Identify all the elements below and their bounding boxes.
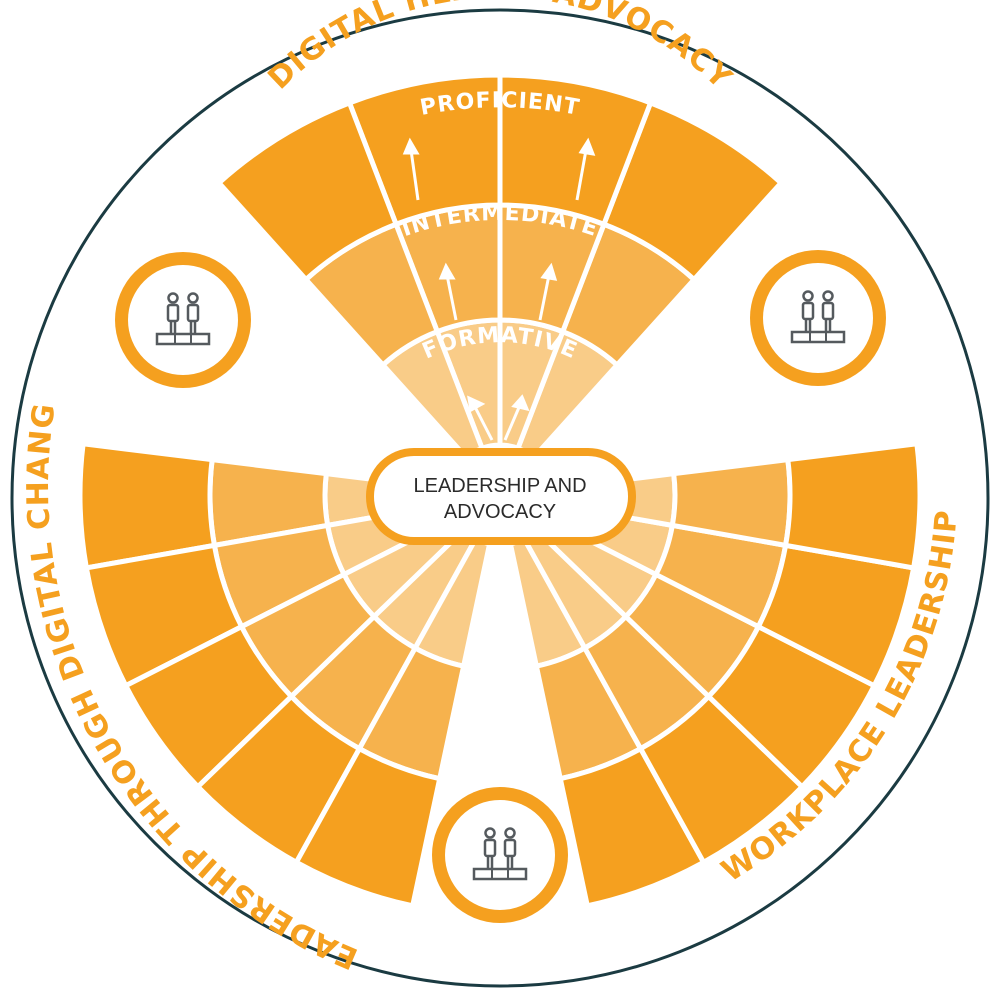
center-title-line-2: ADVOCACY <box>444 501 556 523</box>
fan-digital-health-advocacy <box>215 72 785 462</box>
center-title-line-1: LEADERSHIP AND <box>413 475 586 497</box>
segment-proficient <box>292 745 443 909</box>
people-on-podium-icon <box>750 250 886 386</box>
segment-proficient <box>782 441 923 571</box>
segment-proficient <box>215 99 400 284</box>
level-arrows <box>402 137 596 441</box>
people-on-podium-icon <box>115 252 251 388</box>
center-badge: LEADERSHIP AND ADVOCACY <box>366 448 636 545</box>
people-on-podium-icon <box>432 787 568 923</box>
